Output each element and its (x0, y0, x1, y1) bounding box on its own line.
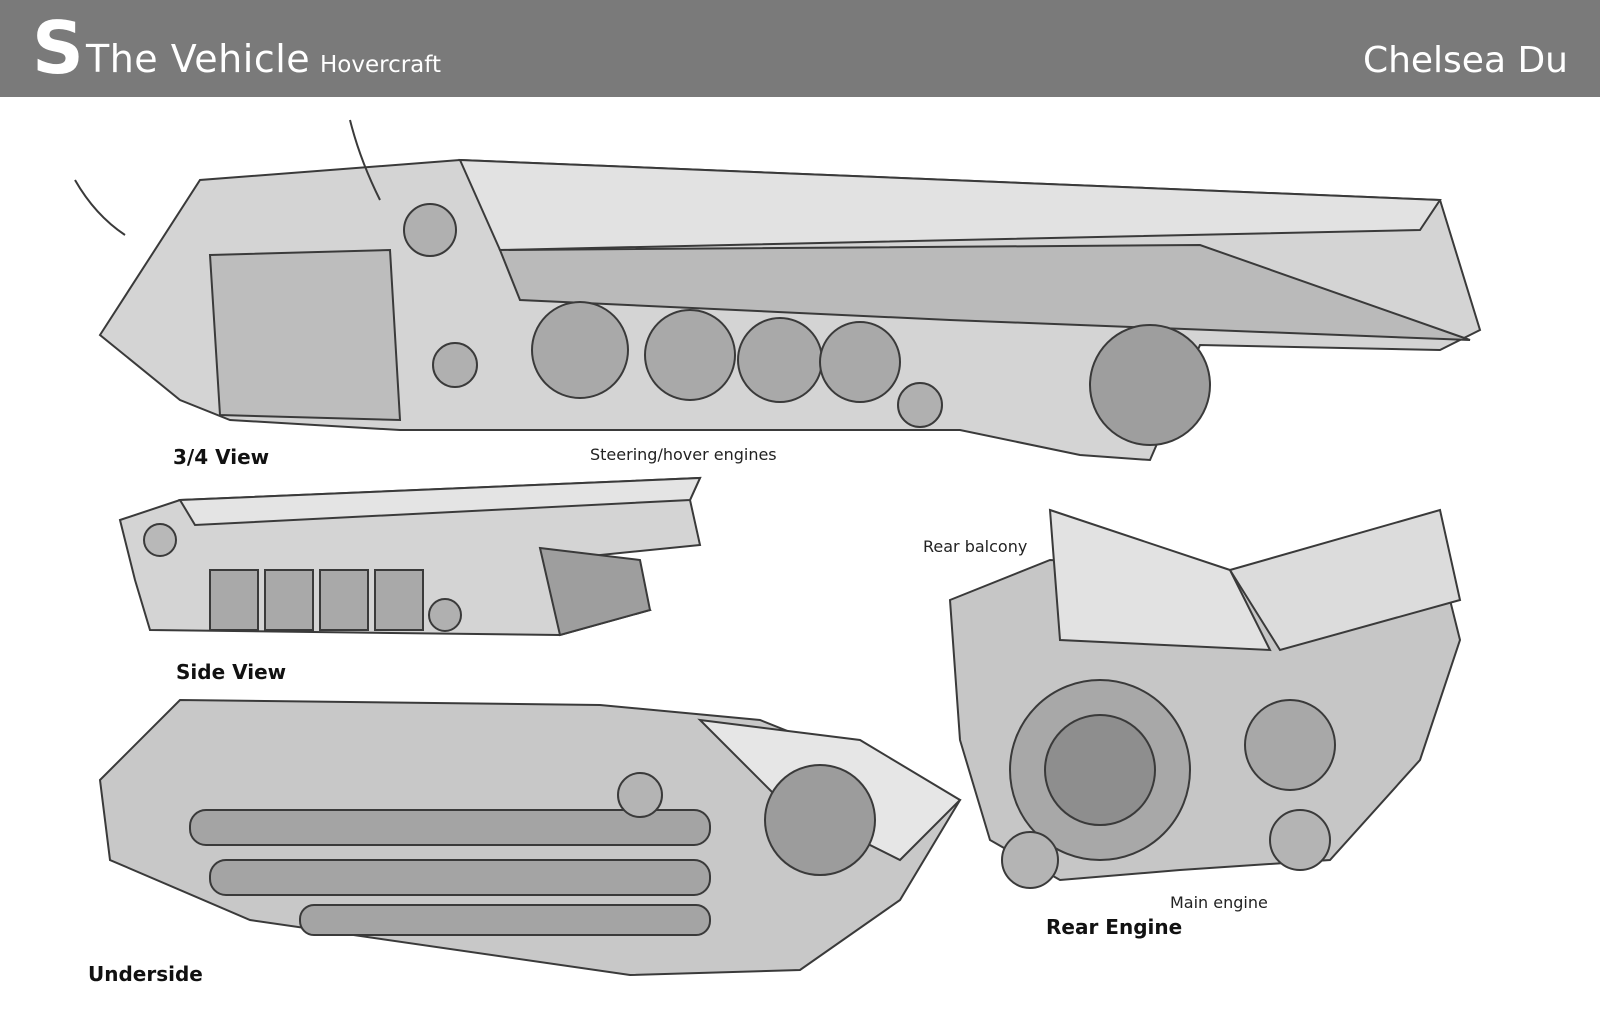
rear-engine-sketch (948, 508, 1462, 889)
page-title: The Vehicle (86, 37, 311, 81)
header-bar: S The Vehicle Hovercraft Chelsea Du (0, 0, 1600, 97)
steering-engines-label: Steering/hover engines (590, 445, 777, 464)
side-view-sketch (118, 476, 702, 637)
three-quarter-view-label: 3/4 View (173, 445, 270, 469)
rear-engine-label: Rear Engine (1046, 915, 1183, 939)
main-engine-label: Main engine (1170, 893, 1268, 912)
side-view-label: Side View (176, 660, 287, 684)
underside-sketch (98, 698, 962, 977)
logo-letter: S (32, 6, 84, 90)
rear-balcony-label: Rear balcony (923, 537, 1028, 556)
author-name: Chelsea Du (1362, 40, 1568, 81)
page-subtitle: Hovercraft (320, 52, 441, 78)
three-quarter-view-sketch (74, 119, 1482, 462)
underside-label: Underside (88, 962, 203, 986)
